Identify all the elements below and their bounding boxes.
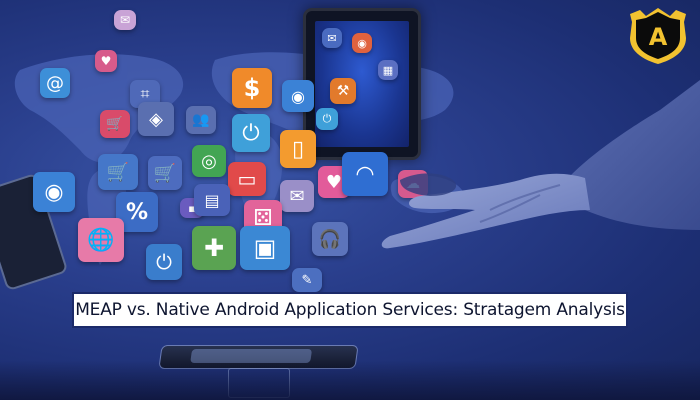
city-skyline-shadow: [0, 360, 700, 400]
dollar-icon: $: [232, 68, 272, 108]
rss-icon: ◉: [282, 80, 314, 112]
mail-icon: ✉: [114, 10, 136, 30]
globe-search-icon: 🌐: [78, 218, 124, 262]
title-caption: MEAP vs. Native Android Application Serv…: [72, 292, 628, 328]
cart-2-icon: 🛒: [148, 156, 182, 190]
envelope-icon: ✉: [280, 180, 314, 212]
heart-icon: ♥: [95, 50, 117, 72]
wifi-icon: ◠: [342, 152, 388, 196]
rss-left-icon: ◉: [33, 172, 75, 212]
power-2-icon: ⏻: [146, 244, 182, 280]
cart-icon: 🛒: [98, 154, 138, 190]
percent-icon: %: [116, 192, 158, 232]
tools-icon: ⚒: [330, 78, 356, 104]
at-sign-icon: @: [40, 68, 70, 98]
monitor-icon: ▭: [228, 162, 266, 196]
satellite-icon: ◈: [138, 102, 174, 136]
save-disk-icon: ▤: [194, 184, 230, 216]
logo-letter: A: [649, 23, 668, 51]
title-text: MEAP vs. Native Android Application Serv…: [75, 300, 625, 320]
gamepad-icon: ✚: [192, 226, 236, 270]
shopping-cart-icon: 🛒: [100, 110, 130, 138]
people-icon: 👥: [186, 106, 216, 134]
tablet-rss-icon: ◉: [352, 33, 372, 53]
photo-camera-icon: ▣: [240, 226, 290, 270]
power-icon: ⏻: [232, 114, 270, 152]
tablet-power-icon: ⏻: [316, 108, 338, 130]
tablet-grid-icon: ▦: [378, 60, 398, 80]
tablet-mail-icon: ✉: [322, 28, 342, 48]
headphones-icon: 🎧: [312, 222, 348, 256]
reaching-hand-illustration: [381, 80, 700, 249]
brand-logo: A: [630, 8, 686, 64]
camera-icon: ◎: [192, 145, 226, 177]
mobile-icon: ▯: [280, 130, 316, 168]
chat-icon: ✎: [292, 268, 322, 292]
